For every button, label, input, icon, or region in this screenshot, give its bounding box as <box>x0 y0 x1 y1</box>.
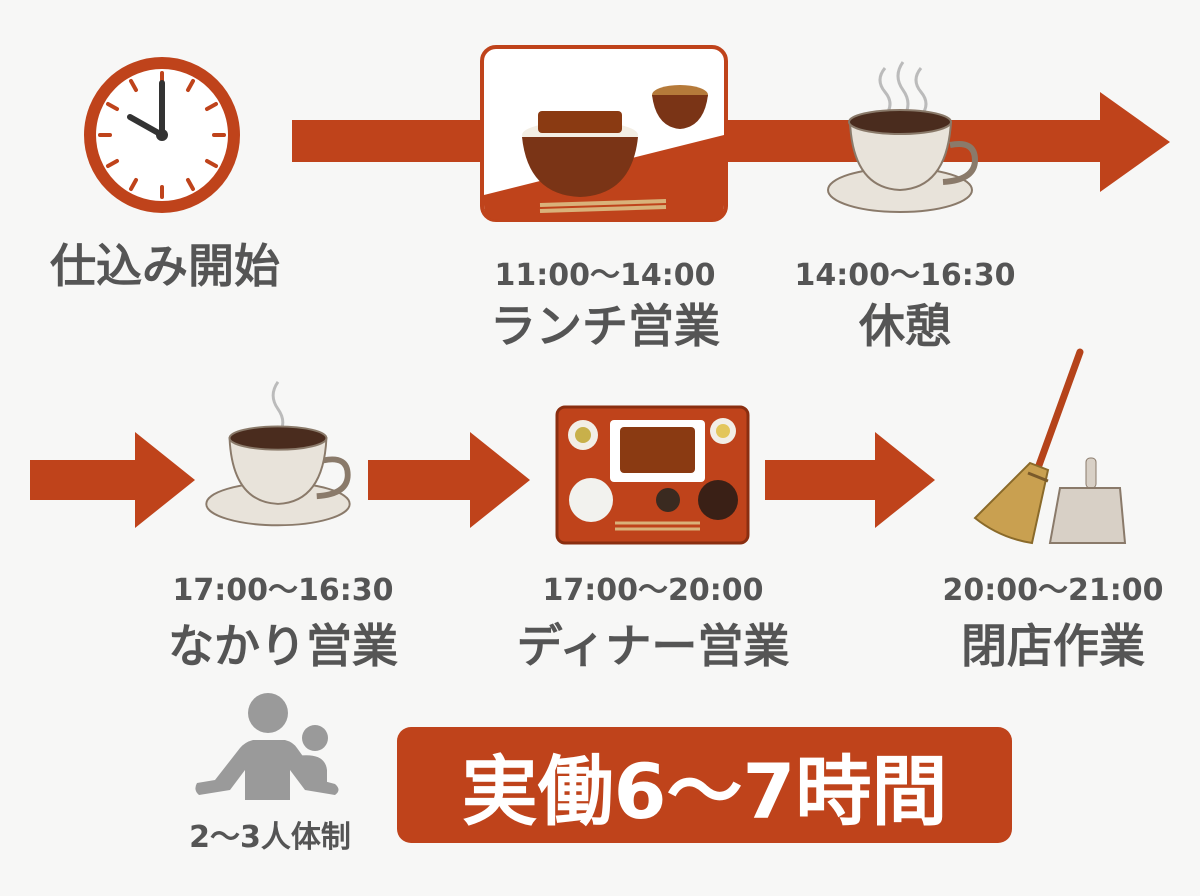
dinner-tray-icon <box>555 405 750 545</box>
step-label: なかり営業 <box>168 619 398 673</box>
step-label: 閉店作業 <box>961 619 1145 673</box>
step-label: ランチ営業 <box>490 299 720 353</box>
people-icon <box>195 693 339 800</box>
staff-label: 2〜3人体制 <box>189 820 351 855</box>
total-hours-label: 実働6〜7時間 <box>461 747 948 836</box>
coffee-cup-icon <box>205 381 351 527</box>
step-time: 17:00〜16:30 <box>172 573 394 608</box>
clock-icon <box>84 57 240 213</box>
step-time: 11:00〜14:00 <box>494 258 716 293</box>
step-label: 休憩 <box>859 299 951 353</box>
step-label: 仕込み開始 <box>50 239 280 293</box>
broom-dustpan-icon <box>973 348 1127 545</box>
step-time: 14:00〜16:30 <box>794 258 1016 293</box>
total-hours-badge: 実働6〜7時間 <box>397 727 1012 843</box>
step-time: 17:00〜20:00 <box>542 573 764 608</box>
unadon-lunch-icon <box>480 45 728 222</box>
step-label: ディナー営業 <box>516 619 790 673</box>
step-time: 20:00〜21:00 <box>942 573 1164 608</box>
coffee-cup-icon <box>827 61 979 213</box>
